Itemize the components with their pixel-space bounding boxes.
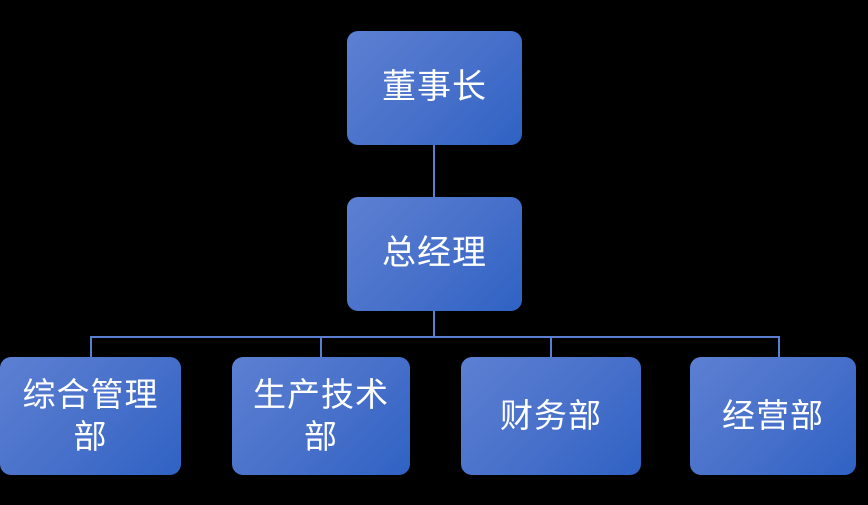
node-chairman[interactable]: 董事长 [347, 31, 522, 145]
connector-drop-dept-4 [778, 336, 780, 358]
node-dept-finance[interactable]: 财务部 [461, 357, 641, 475]
node-dept-finance-label: 财务部 [500, 396, 602, 434]
node-dept-operations[interactable]: 经营部 [690, 357, 856, 475]
connector-drop-dept-3 [550, 336, 552, 358]
connector-drop-dept-1 [90, 336, 92, 358]
connector-drop-dept-2 [320, 336, 322, 358]
node-dept-production-technology[interactable]: 生产技术 部 [232, 357, 410, 475]
node-dept-production-technology-label: 生产技术 部 [253, 375, 389, 455]
node-dept-comprehensive-management[interactable]: 综合管理 部 [0, 357, 181, 475]
node-dept-comprehensive-management-label: 综合管理 部 [22, 375, 159, 455]
connector-horizontal-bus [90, 336, 780, 338]
node-general-manager-label: 总经理 [382, 234, 487, 273]
node-chairman-label: 董事长 [382, 68, 487, 107]
connector-chairman-to-general-manager [433, 145, 435, 197]
node-general-manager[interactable]: 总经理 [347, 197, 522, 311]
connector-general-manager-stem [433, 311, 435, 337]
node-dept-operations-label: 经营部 [722, 396, 824, 434]
